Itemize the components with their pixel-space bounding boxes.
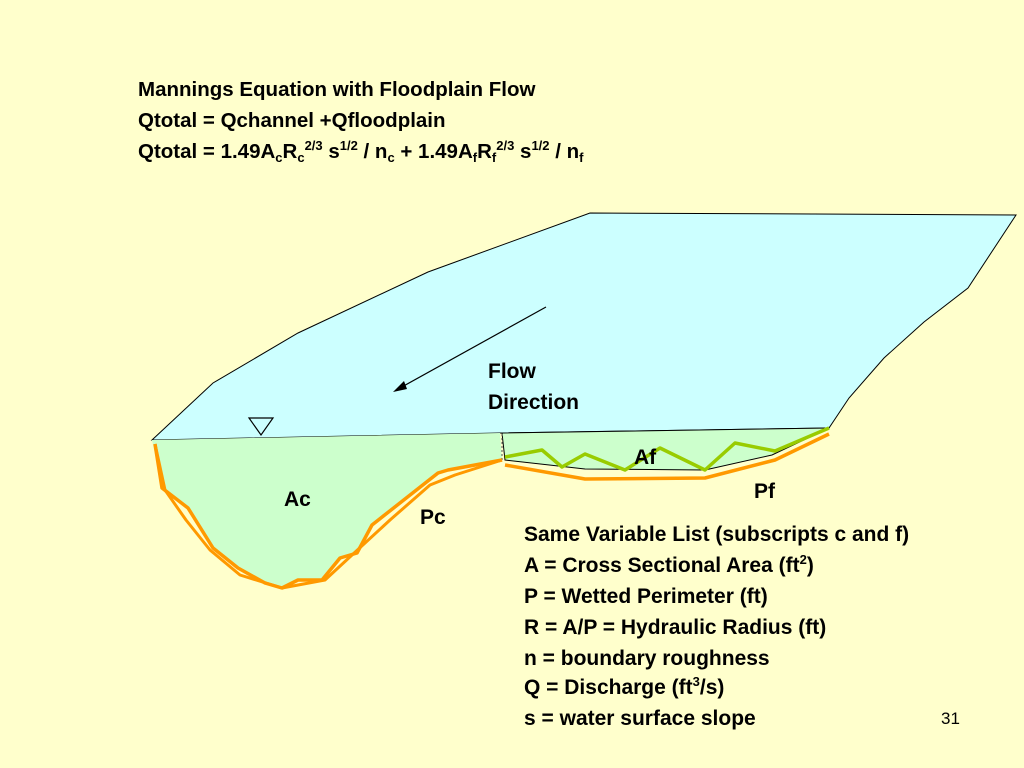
channel-wetted-perimeter-trace bbox=[153, 443, 503, 590]
flow-label: Flow bbox=[488, 360, 536, 383]
floodplain-perimeter-label: Pf bbox=[754, 480, 775, 503]
variable-radius: R = A/P = Hydraulic Radius (ft) bbox=[524, 616, 827, 639]
equation-title: Mannings Equation with Floodplain Flow bbox=[138, 78, 536, 101]
variable-slope: s = water surface slope bbox=[524, 707, 756, 730]
eq-part: / n bbox=[549, 140, 580, 163]
eq-part: s bbox=[322, 140, 340, 163]
var-text: ) bbox=[806, 554, 814, 577]
eq-sup: 1/2 bbox=[531, 138, 550, 153]
channel-perimeter-label: Pc bbox=[420, 506, 446, 529]
direction-label: Direction bbox=[488, 391, 580, 414]
eq-sub: f bbox=[579, 150, 584, 165]
channel-area-label: Ac bbox=[284, 488, 311, 511]
variable-list-heading: Same Variable List (subscripts c and f) bbox=[524, 523, 910, 546]
variable-perimeter: P = Wetted Perimeter (ft) bbox=[524, 585, 768, 608]
eq-sub: f bbox=[472, 150, 478, 165]
water-level-icon bbox=[247, 417, 275, 437]
eq-sub: c bbox=[275, 150, 283, 165]
page-number: 31 bbox=[941, 709, 960, 728]
channel-area bbox=[152, 433, 502, 588]
variable-roughness: n = boundary roughness bbox=[524, 647, 770, 670]
flow-arrow-head-icon bbox=[393, 381, 407, 392]
var-text: A = Cross Sectional Area (ft bbox=[524, 554, 800, 577]
equation-manning-expanded: Qtotal = 1.49AcRc2/3 s1/2 / nc + 1.49AfR… bbox=[138, 139, 584, 165]
var-text: Q = Discharge (ft bbox=[524, 676, 693, 699]
var-sup: 3 bbox=[692, 674, 700, 689]
eq-sub: c bbox=[297, 150, 305, 165]
eq-sup: 2/3 bbox=[496, 138, 515, 153]
var-sup: 2 bbox=[799, 552, 807, 567]
eq-sub: f bbox=[491, 150, 497, 165]
variable-area: A = Cross Sectional Area (ft2) bbox=[524, 552, 814, 577]
floodplain-bed-line bbox=[504, 426, 830, 472]
variable-discharge: Q = Discharge (ft3/s) bbox=[524, 674, 725, 699]
eq-part: s bbox=[514, 140, 532, 163]
eq-part: + 1.49A bbox=[394, 140, 473, 163]
eq-part: R bbox=[282, 140, 298, 163]
water-surface bbox=[150, 212, 1017, 441]
equation-total-flow: Qtotal = Qchannel +Qfloodplain bbox=[138, 109, 446, 132]
eq-sub: c bbox=[387, 150, 395, 165]
flow-direction-arrow bbox=[399, 306, 547, 389]
var-text: /s) bbox=[699, 676, 725, 699]
channel-wetted-perimeter bbox=[153, 443, 503, 590]
eq-sup: 1/2 bbox=[339, 138, 358, 153]
eq-part: Qtotal = 1.49A bbox=[138, 140, 276, 163]
floodplain-area-label: Af bbox=[634, 446, 657, 469]
floodplain-wetted-perimeter bbox=[504, 432, 830, 481]
eq-part: R bbox=[477, 140, 492, 163]
eq-part: / n bbox=[357, 140, 388, 163]
eq-sup: 2/3 bbox=[304, 138, 323, 153]
